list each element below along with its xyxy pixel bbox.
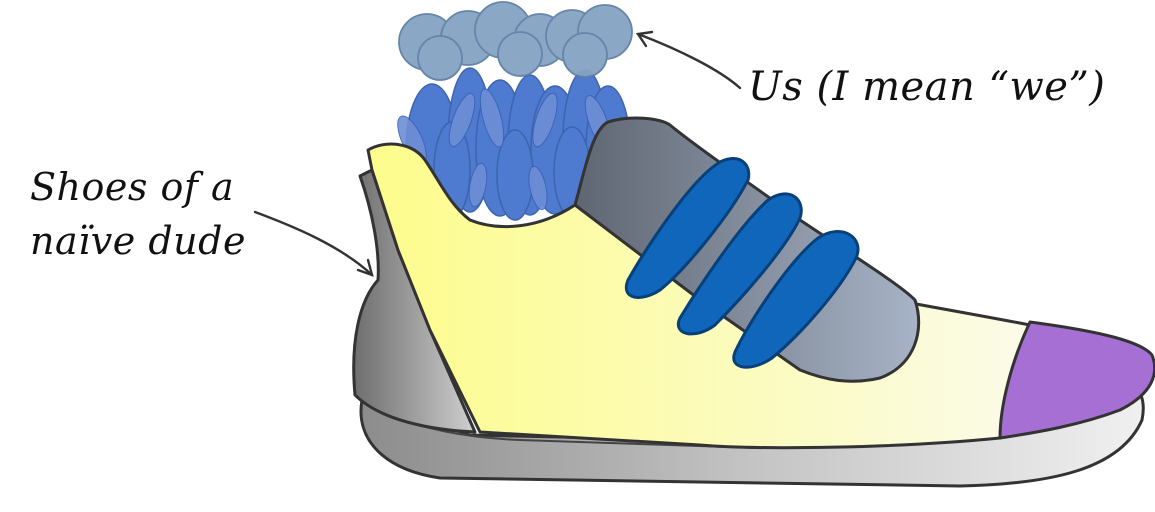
arrow-us-head <box>635 30 654 48</box>
arrow-us <box>636 32 742 90</box>
shoe-heel <box>352 168 477 434</box>
lace-1 <box>624 156 751 299</box>
people-heads <box>398 1 633 81</box>
arrow-shoes-head <box>356 258 374 277</box>
arrow-shoes <box>253 210 374 277</box>
label-shoes-line1: Shoes of a <box>30 165 235 209</box>
shoe-laces <box>624 156 860 369</box>
label-shoes: Shoes of a naïve dude <box>30 160 246 268</box>
label-us: Us (I mean “we”) <box>748 64 1106 110</box>
annotation-arrows <box>253 30 742 277</box>
label-shoes-line2: naïve dude <box>30 219 246 263</box>
lace-2 <box>676 192 803 336</box>
shoe-toe-cap <box>998 320 1155 440</box>
lace-3 <box>732 230 860 369</box>
people-limbs <box>397 88 612 211</box>
